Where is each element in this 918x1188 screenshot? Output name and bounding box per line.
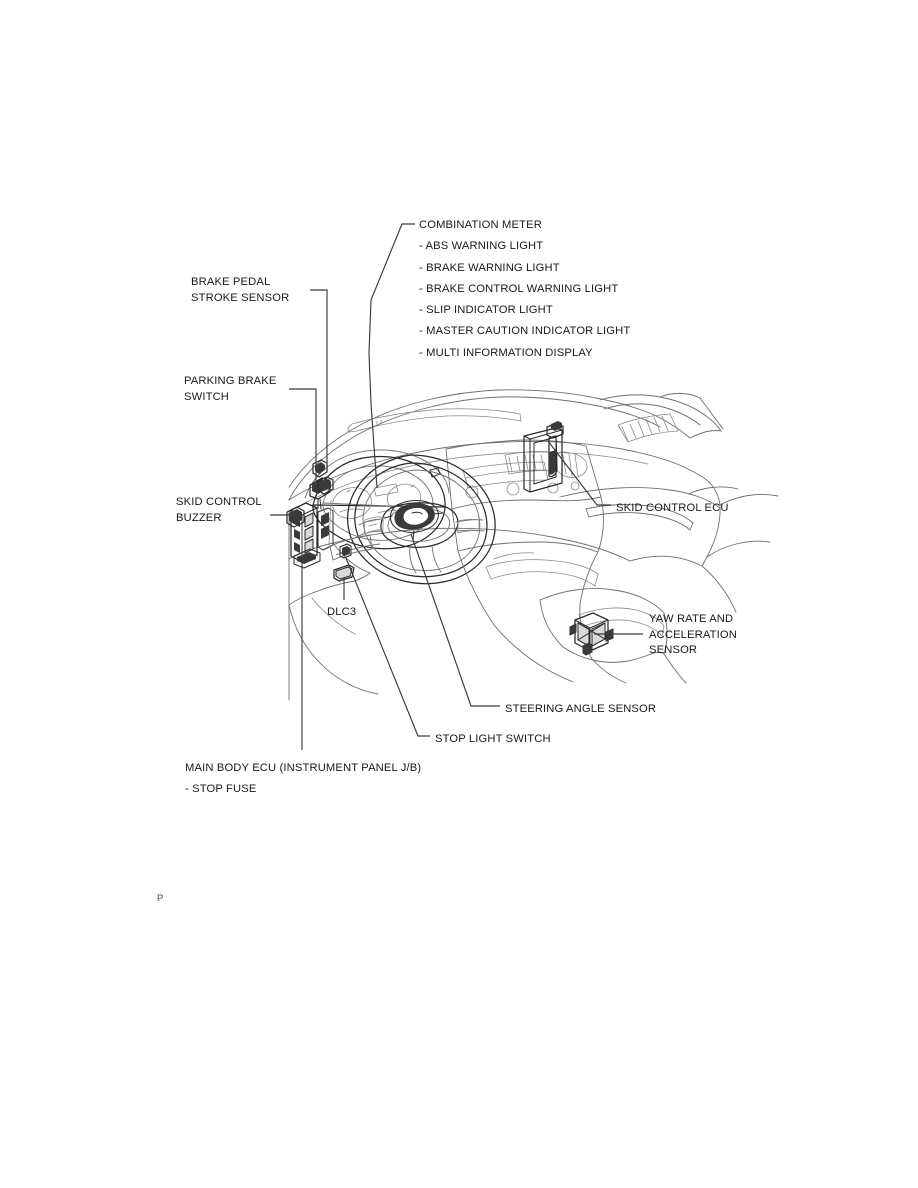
callout-main-body-ecu-item-stop-fuse: - STOP FUSE bbox=[185, 783, 257, 796]
callout-combination-meter-item-1: - BRAKE WARNING LIGHT bbox=[419, 261, 560, 274]
callout-steering-angle-sensor: STEERING ANGLE SENSOR bbox=[505, 703, 657, 715]
passenger-seat-group bbox=[687, 486, 779, 613]
steering-wheel-part bbox=[347, 454, 496, 585]
callout-yaw-rate-line3: SENSOR bbox=[649, 644, 698, 656]
callout-main-body-ecu-title: MAIN BODY ECU (INSTRUMENT PANEL J/B) bbox=[185, 762, 422, 774]
right-vent-group bbox=[617, 413, 679, 443]
callout-parking-brake-switch-line2: SWITCH bbox=[184, 390, 230, 403]
callout-brake-pedal-stroke-sensor: BRAKE PEDAL STROKE SENSOR bbox=[191, 275, 289, 306]
callout-dlc3: DLC3 bbox=[327, 606, 357, 618]
callout-yaw-rate-line2: ACCELERATION bbox=[649, 628, 737, 641]
leader-combination-meter bbox=[368, 223, 415, 489]
callout-skid-control-buzzer-line2: BUZZER bbox=[176, 511, 222, 524]
callout-combination-meter: COMBINATION METER - ABS WARNING LIGHT - … bbox=[419, 215, 630, 364]
leader-steering-angle-sensor bbox=[410, 533, 500, 707]
leader-skid-control-ecu bbox=[547, 440, 611, 506]
callout-brake-pedal-stroke-sensor-line2: STROKE SENSOR bbox=[191, 291, 290, 304]
skid-control-ecu-part bbox=[523, 421, 564, 493]
callout-combination-meter-item-4: - MASTER CAUTION INDICATOR LIGHT bbox=[419, 325, 631, 338]
skid-control-buzzer-part bbox=[286, 506, 305, 528]
callout-yaw-rate-and-acceleration-sensor: YAW RATE AND ACCELERATION SENSOR bbox=[649, 612, 737, 659]
callout-combination-meter-title: COMBINATION METER bbox=[419, 219, 542, 231]
leader-brake-pedal-stroke-sensor bbox=[310, 289, 328, 472]
callout-parking-brake-switch-line1: PARKING BRAKE bbox=[184, 375, 277, 387]
brake-pedal-stroke-sensor-part bbox=[312, 459, 328, 478]
page-mark: P bbox=[157, 893, 164, 904]
callout-main-body-ecu: MAIN BODY ECU (INSTRUMENT PANEL J/B) - S… bbox=[185, 758, 421, 801]
leader-stop-light-switch bbox=[345, 557, 430, 737]
callout-skid-control-ecu: SKID CONTROL ECU bbox=[616, 502, 729, 514]
callout-combination-meter-item-5: - MULTI INFORMATION DISPLAY bbox=[419, 346, 593, 359]
callout-stop-light-switch: STOP LIGHT SWITCH bbox=[435, 733, 551, 745]
dashboard-face-group bbox=[288, 482, 721, 567]
callout-combination-meter-item-3: - SLIP INDICATOR LIGHT bbox=[419, 304, 553, 317]
callout-combination-meter-item-0: - ABS WARNING LIGHT bbox=[419, 240, 544, 253]
leader-parking-brake-switch bbox=[289, 388, 317, 485]
callout-skid-control-buzzer: SKID CONTROL BUZZER bbox=[176, 495, 262, 526]
callout-combination-meter-item-2: - BRAKE CONTROL WARNING LIGHT bbox=[419, 282, 619, 295]
callout-brake-pedal-stroke-sensor-line1: BRAKE PEDAL bbox=[191, 276, 271, 288]
floor-contours-group bbox=[288, 597, 379, 701]
callout-skid-control-buzzer-line1: SKID CONTROL bbox=[176, 496, 262, 508]
windshield-group bbox=[288, 389, 724, 501]
lower-left-panel-group bbox=[328, 499, 381, 582]
parking-brake-switch-part bbox=[317, 476, 334, 495]
callout-yaw-rate-line1: YAW RATE AND bbox=[649, 613, 734, 625]
callout-parking-brake-switch: PARKING BRAKE SWITCH bbox=[184, 374, 277, 405]
